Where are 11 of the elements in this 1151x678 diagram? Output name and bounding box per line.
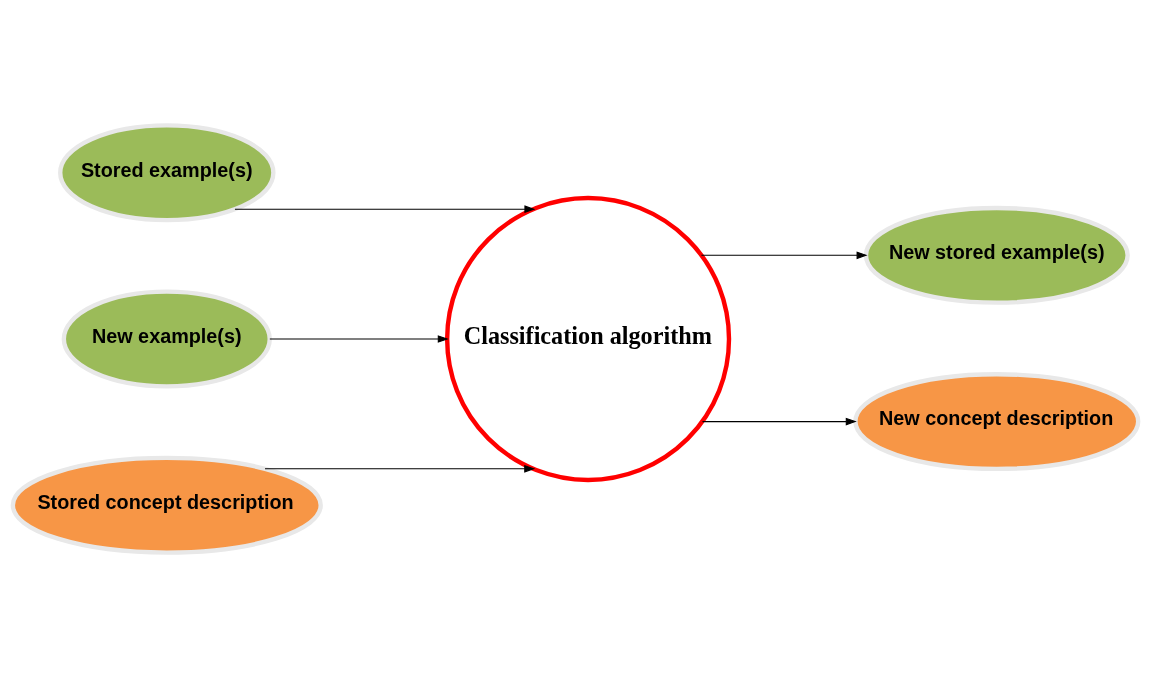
node-ellipse: Stored example(s): [58, 123, 276, 223]
node-circle: Classification algorithm: [444, 195, 732, 483]
arrow: [264, 464, 536, 473]
arrow: [701, 417, 857, 426]
node-ellipse: New concept description: [853, 372, 1141, 472]
arrow: [700, 251, 868, 260]
node-ellipse: Stored concept description: [10, 455, 323, 555]
node-ellipse: New stored example(s): [863, 205, 1130, 305]
node-ellipse: New example(s): [61, 289, 272, 389]
arrow: [234, 205, 536, 214]
arrow: [269, 335, 449, 343]
